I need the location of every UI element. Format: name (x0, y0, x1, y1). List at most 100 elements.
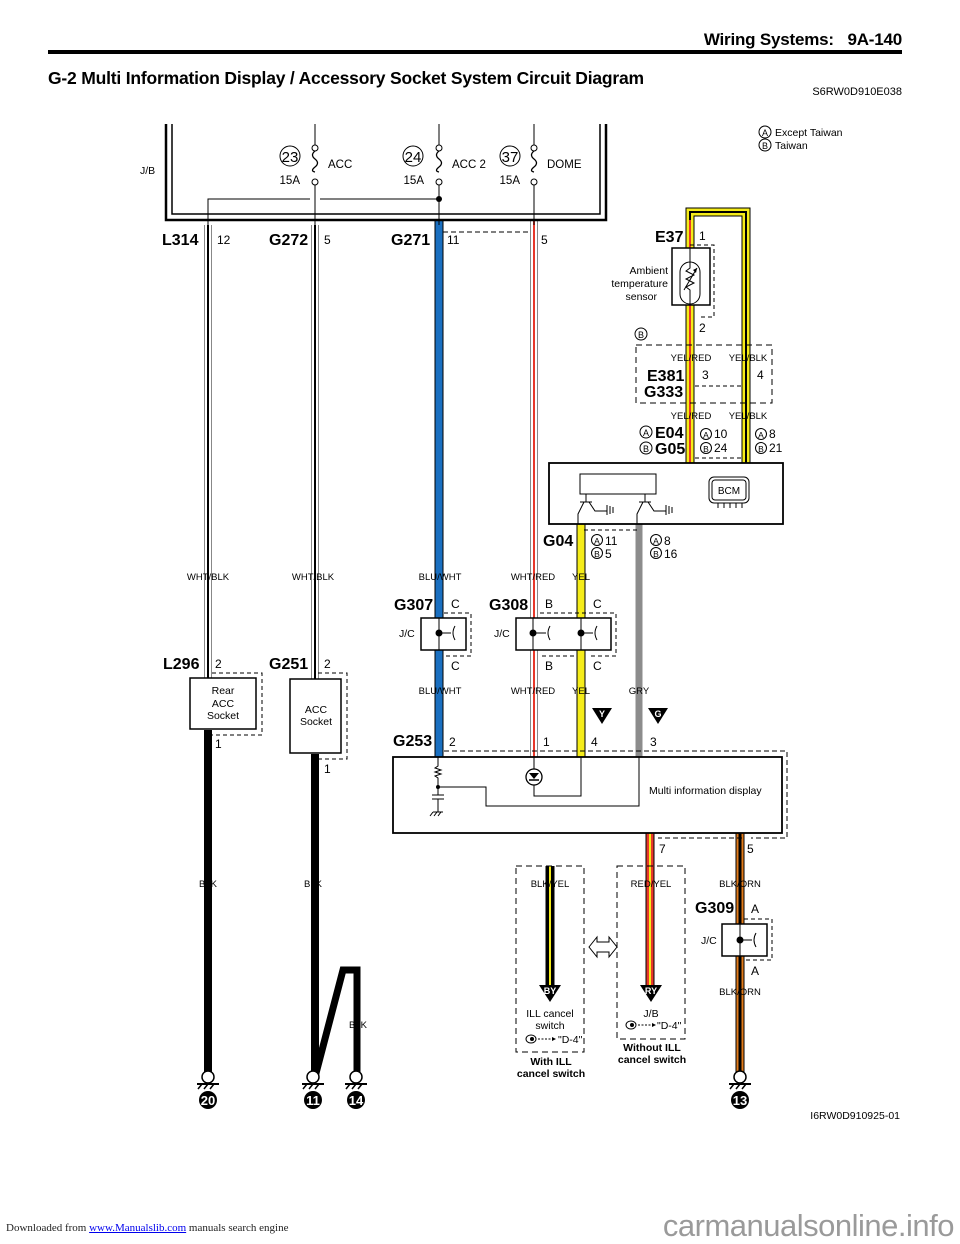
pin: C (593, 597, 602, 611)
switch-label: switch (535, 1020, 564, 1032)
pin: 2 (215, 657, 222, 671)
socket-label: Socket (300, 716, 332, 728)
watermark: carmanualsonline.info (662, 1208, 955, 1243)
fuse-number: 23 (282, 149, 299, 166)
wire-label: YEL (572, 572, 590, 583)
socket-label: Socket (207, 710, 239, 722)
grounds: 20 11 14 13 (197, 1070, 751, 1109)
a-mark: A (594, 536, 600, 546)
wire-label: BLK/ORN (719, 987, 761, 998)
pin: 5 (605, 547, 612, 561)
bcm-label: BCM (718, 486, 740, 497)
ground-13: 13 (729, 1070, 751, 1109)
connector-name: E04 (655, 425, 684, 442)
jc-label: J/C (399, 628, 415, 640)
connector-g04: G04 A 11 B 5 A 8 B 16 (543, 529, 678, 561)
ground-number: 20 (201, 1093, 215, 1108)
fuse-23: 23 15A ACC (279, 124, 352, 240)
connector-name: G309 (695, 900, 734, 917)
eye-icon (525, 1034, 556, 1044)
page-number: 9A-140 (847, 30, 902, 49)
top-connectors: L314 12 G272 5 G271 11 5 (162, 231, 548, 249)
connector-e37: E37 (655, 229, 684, 246)
sensor-label-2: temperature (611, 278, 668, 290)
wire-label: YEL (572, 686, 590, 697)
ground-number: 14 (349, 1093, 364, 1108)
b-mark: B (594, 549, 600, 559)
fuse-number: 37 (502, 149, 519, 166)
connector-l296: L296 (163, 656, 200, 673)
jc-label: J/C (494, 628, 510, 640)
bcm-module: BCM (548, 462, 784, 525)
pin: C (593, 659, 602, 673)
pin: 5 (541, 233, 548, 247)
connector-e04-g05: A E04 B G05 A 10 B 24 A 8 B 21 (639, 425, 783, 459)
ambient-temperature-sensor: E37 1 Ambient temperature sensor 2 (611, 229, 715, 335)
pin: C (451, 659, 460, 673)
wire-label: BLU/WHT (419, 572, 462, 583)
wire-label: YEL/BLK (729, 353, 768, 364)
marker-by: BY (544, 986, 557, 996)
marker-g: G (648, 708, 668, 724)
socket-label: Rear (212, 685, 235, 697)
connector-name: G05 (655, 441, 685, 458)
connector-l314: L314 (162, 232, 199, 249)
pin: 2 (449, 735, 456, 749)
jb-ref: J/B (643, 1008, 658, 1020)
ground-11: 11 (302, 1070, 324, 1109)
document-id: S6RW0D910E038 (812, 86, 902, 98)
pin: B (545, 597, 553, 611)
jc-label: J/C (701, 935, 717, 947)
socket-label: ACC (305, 704, 328, 716)
pin: 11 (605, 534, 618, 548)
pin: A (751, 964, 759, 978)
pin: 2 (699, 321, 706, 335)
a-mark: A (653, 536, 659, 546)
with-ill-label: cancel switch (517, 1068, 585, 1080)
pin: 4 (591, 735, 598, 749)
connector-name: G04 (543, 533, 573, 550)
fuse-24: 24 15A ACC 2 (402, 124, 486, 225)
connector-g271: G271 (391, 232, 430, 249)
ground-20: 20 (197, 1070, 219, 1109)
legend-b-mark: B (762, 141, 768, 151)
rear-acc-socket: L296 2 Rear ACC Socket 1 (163, 656, 263, 751)
fuse-rating: 15A (500, 175, 521, 187)
wire-label: WHT/RED (511, 686, 555, 697)
with-ill-label: With ILL (530, 1056, 572, 1068)
fuse-name: ACC (328, 159, 352, 171)
a-mark: A (758, 430, 764, 440)
manualslib-link[interactable]: www.Manualslib.com (89, 1222, 187, 1234)
pin: 8 (769, 427, 776, 441)
connector-g309: BLK/ORN G309 A J/C A BLK/ORN (695, 879, 773, 998)
wire-label: BLK/ORN (719, 879, 761, 890)
ground-14: 14 (345, 1070, 367, 1109)
fuse-number: 24 (405, 149, 422, 166)
pin: 12 (217, 233, 231, 247)
wire-label: BLK (304, 879, 323, 890)
wire-label: BLK (349, 1020, 368, 1031)
wire-labels-upper: WHT/BLK WHT/BLK BLU/WHT WHT/RED YEL (187, 572, 590, 583)
wire-label: GRY (629, 686, 650, 697)
wire-blk-ground-14 (311, 966, 361, 1078)
wire-yel-blk-stripe (689, 211, 747, 470)
marker-y: Y (592, 708, 612, 724)
variant-mark: B (638, 330, 644, 340)
multi-information-display: G253 2 1 4 3 Multi information display 7… (392, 733, 788, 856)
without-ill-cancel-switch: RED/YEL RY J/B "D-4" Without ILL cancel … (616, 865, 686, 1066)
sensor-label-3: sensor (625, 291, 657, 303)
pin: 2 (324, 657, 331, 671)
connector-name: G307 (394, 597, 433, 614)
marker-label: Y (599, 709, 605, 719)
ground-number: 11 (306, 1093, 320, 1108)
a-mark: A (703, 430, 709, 440)
pin: A (751, 902, 759, 916)
legend-b-text: Taiwan (775, 140, 808, 152)
fuse-37: 37 15A DOME (499, 124, 582, 225)
footer-prefix: Downloaded from (6, 1222, 87, 1234)
page-header: Wiring Systems: 9A-140 (704, 30, 902, 50)
b-mark: B (653, 549, 659, 559)
pin: 4 (757, 368, 764, 382)
pin: 1 (543, 735, 550, 749)
